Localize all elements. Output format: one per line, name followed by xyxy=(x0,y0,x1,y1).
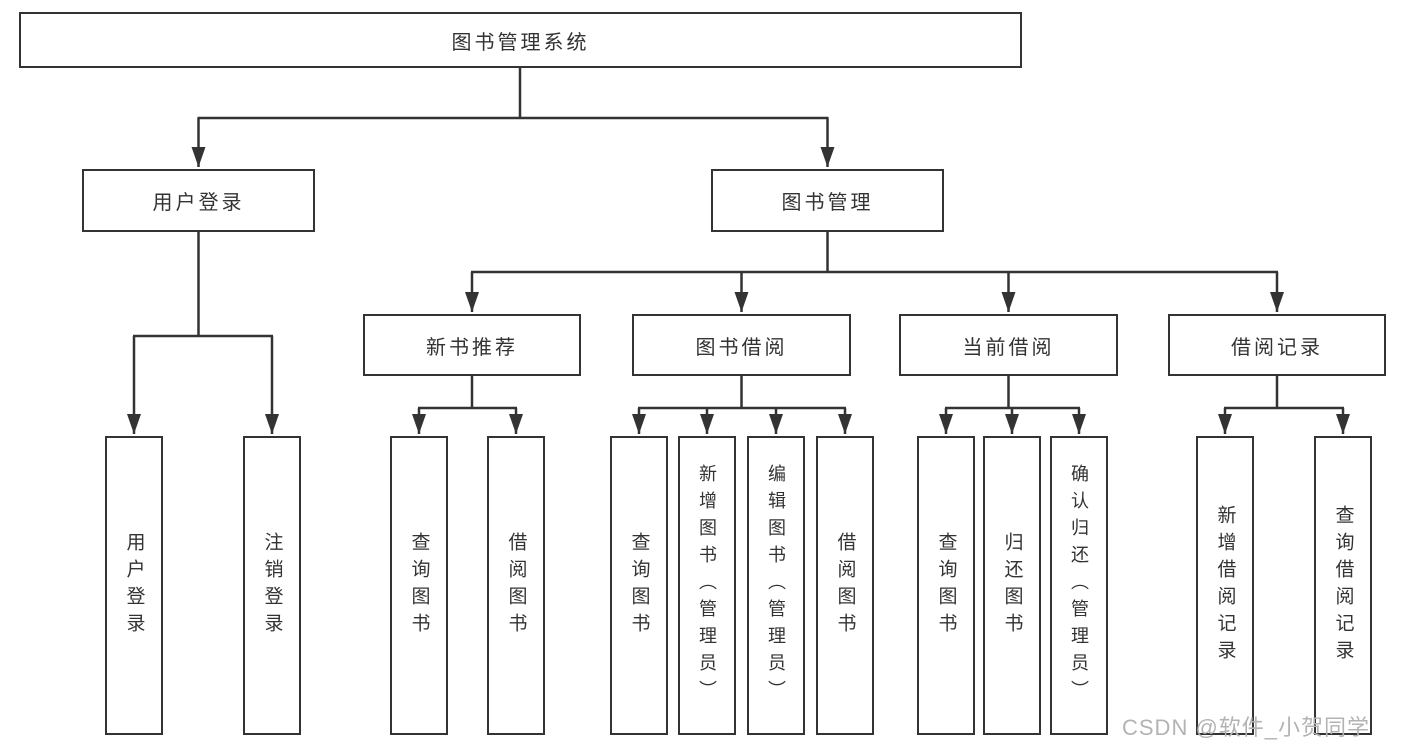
node-book-borrowing: 图书借阅 xyxy=(632,314,851,376)
node-confirm-return-admin: 确认归还（管理员） xyxy=(1050,436,1108,735)
node-user-login-group: 用户登录 xyxy=(82,169,315,232)
node-library-management-system: 图书管理系统 xyxy=(19,12,1022,68)
node-query-books-borrowing: 查询图书 xyxy=(610,436,668,735)
watermark-text: CSDN @软件_小贺同学 xyxy=(1122,715,1371,740)
node-query-borrow-record: 查询借阅记录 xyxy=(1314,436,1372,735)
node-user-login-leaf: 用户登录 xyxy=(105,436,163,735)
node-new-book-recommend: 新书推荐 xyxy=(363,314,581,376)
node-borrow-books-recommend: 借阅图书 xyxy=(487,436,545,735)
node-book-management: 图书管理 xyxy=(711,169,944,232)
node-query-books-current: 查询图书 xyxy=(917,436,975,735)
node-add-borrow-record: 新增借阅记录 xyxy=(1196,436,1254,735)
node-logout: 注销登录 xyxy=(243,436,301,735)
node-current-borrowing: 当前借阅 xyxy=(899,314,1118,376)
node-borrow-books-borrowing: 借阅图书 xyxy=(816,436,874,735)
node-borrowing-records: 借阅记录 xyxy=(1168,314,1386,376)
node-return-books: 归还图书 xyxy=(983,436,1041,735)
node-add-books-admin: 新增图书（管理员） xyxy=(678,436,736,735)
node-edit-books-admin: 编辑图书（管理员） xyxy=(747,436,805,735)
node-query-books-recommend: 查询图书 xyxy=(390,436,448,735)
